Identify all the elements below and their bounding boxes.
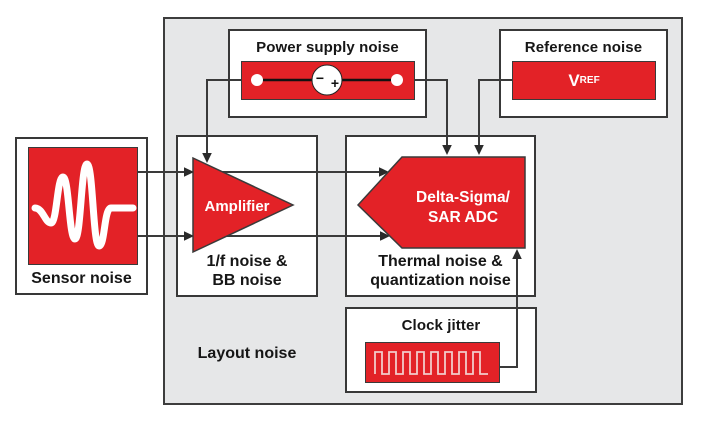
sensor-noise-label: Sensor noise: [31, 270, 132, 287]
amplifier-noise-label: 1/f noise & BB noise: [206, 253, 288, 289]
clock-signal-block: [365, 342, 500, 383]
adc-box: Thermal noise & quantization noise: [345, 135, 536, 297]
clock-waveform-icon: [374, 351, 488, 375]
sensor-waveform-icon: [31, 160, 137, 250]
sensor-noise-box: Sensor noise: [15, 137, 148, 295]
battery-icon: − +: [251, 64, 403, 96]
adc-noise-label: Thermal noise & quantization noise: [370, 253, 511, 289]
battery-plus-label: +: [331, 75, 339, 91]
amplifier-box: 1/f noise & BB noise: [176, 135, 318, 297]
reference-noise-title: Reference noise: [524, 39, 643, 56]
sensor-signal-block: [28, 147, 138, 265]
layout-noise-label: Layout noise: [197, 345, 297, 362]
battery-symbol-block: − +: [241, 61, 415, 100]
power-supply-noise-box: Power supply noise − +: [228, 29, 427, 118]
power-supply-noise-title: Power supply noise: [256, 39, 399, 56]
clock-jitter-title: Clock jitter: [401, 317, 481, 334]
clock-jitter-box: Clock jitter: [345, 307, 537, 393]
battery-minus-label: −: [316, 70, 324, 86]
